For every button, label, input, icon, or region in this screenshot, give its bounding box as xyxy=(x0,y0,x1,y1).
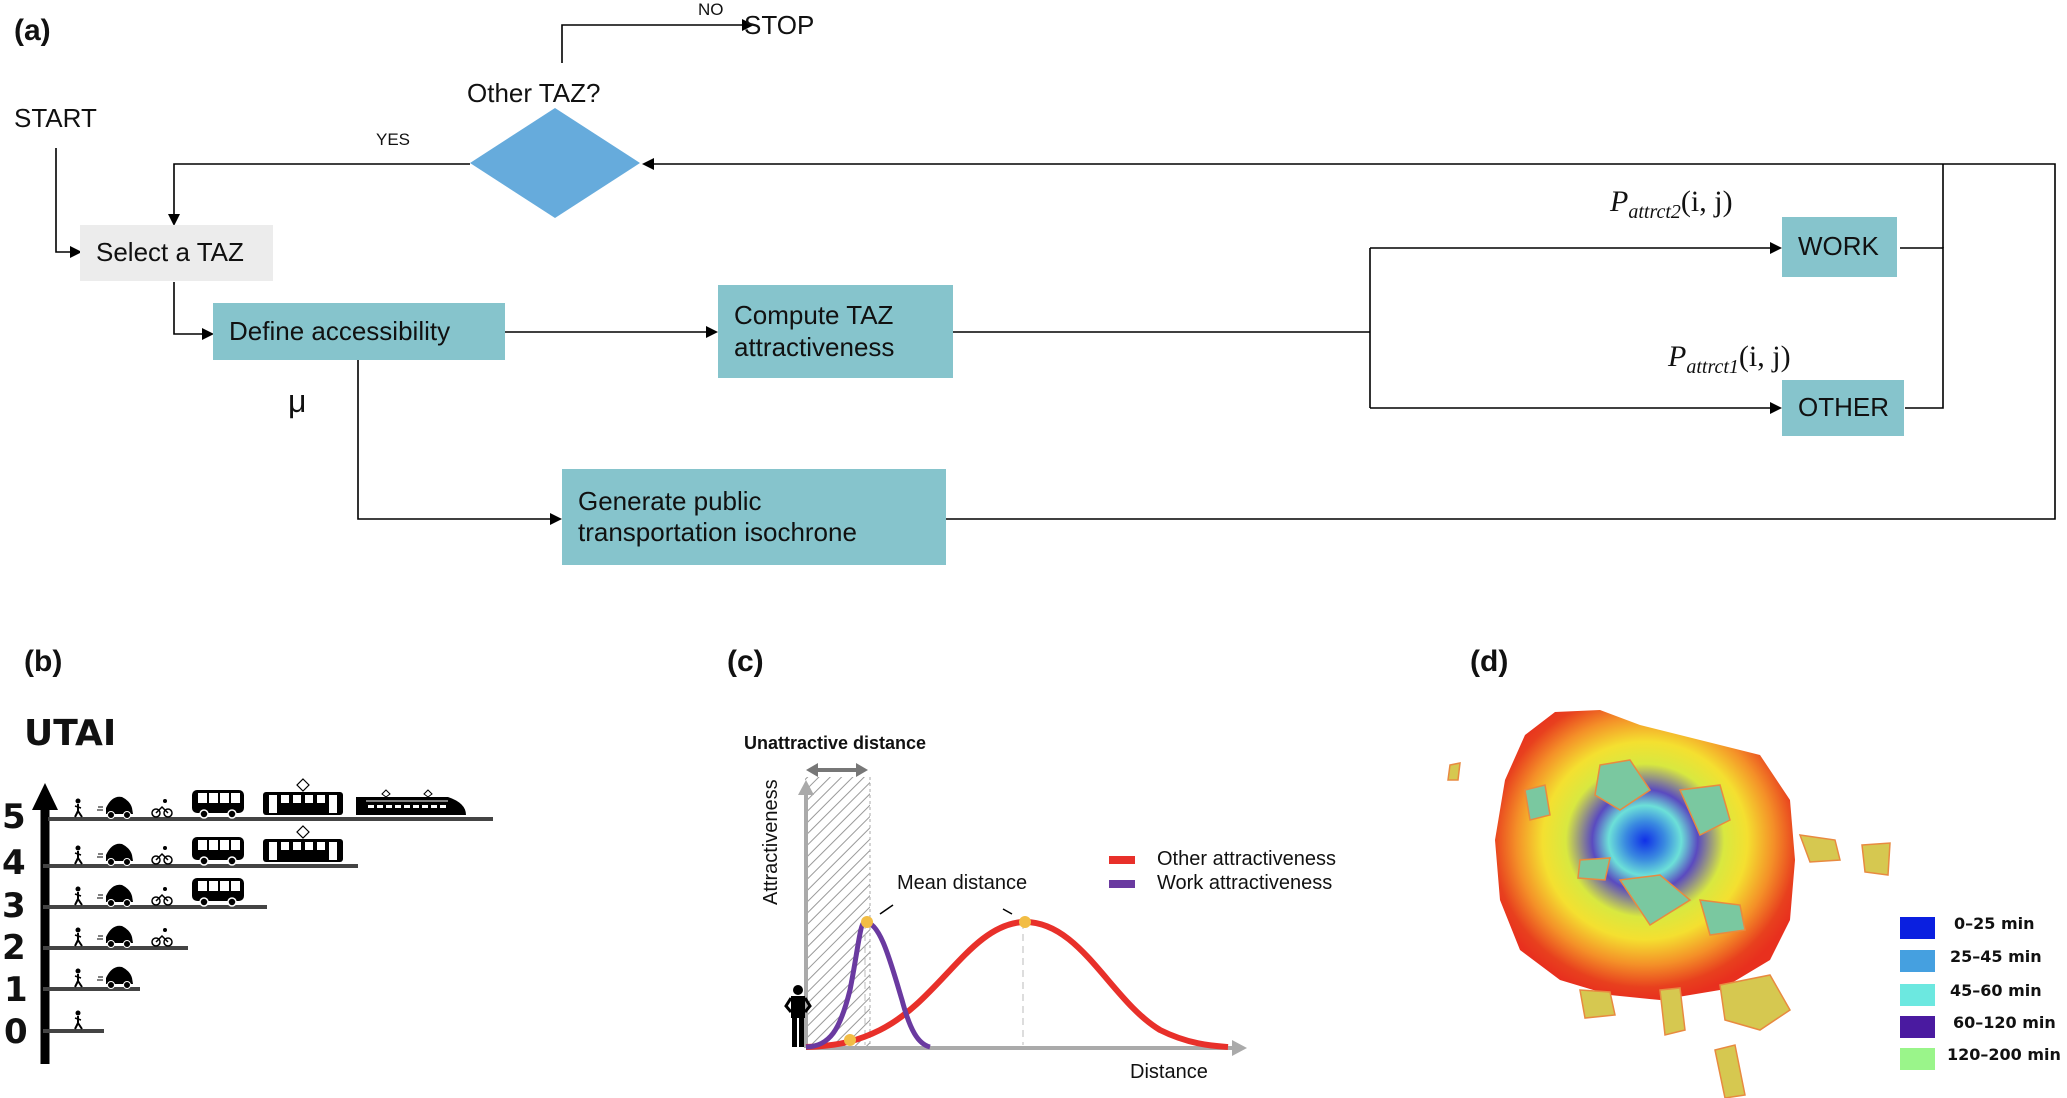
select-taz-text: Select a TAZ xyxy=(96,237,244,268)
work-box: WORK xyxy=(1782,217,1897,277)
x-axis-arrow xyxy=(1232,1040,1247,1056)
no-label: NO xyxy=(698,0,724,19)
legend-25-45: 25–45 min xyxy=(1950,947,2042,966)
decision-diamond xyxy=(470,108,640,218)
legend-60-120: 60–120 min xyxy=(1953,1013,2056,1032)
define-generate-connector xyxy=(357,360,562,525)
panel-c-label: (c) xyxy=(727,645,764,678)
walk-icon xyxy=(74,886,83,906)
utai-level-1: 1 xyxy=(4,970,28,1010)
yes-label: YES xyxy=(376,130,411,149)
other-peak-dot xyxy=(1019,916,1031,928)
walk-icon xyxy=(74,927,83,947)
legend-45-60: 45–60 min xyxy=(1950,981,2042,1000)
car-icon xyxy=(97,966,133,989)
flowchart-connectors xyxy=(55,19,2056,525)
tram-icon xyxy=(263,825,343,862)
work-merge-connector xyxy=(1900,247,1944,409)
unattractive-arrow-right xyxy=(856,763,868,777)
car-icon xyxy=(97,796,133,819)
legend-other-swatch xyxy=(1109,856,1135,864)
p-other-formula: Pattrct1(i, j) xyxy=(1668,340,1791,378)
utai-level-2: 2 xyxy=(2,928,26,968)
bike-icon xyxy=(151,928,173,947)
utai-level-0: 0 xyxy=(4,1012,28,1052)
decision-label: Other TAZ? xyxy=(467,78,601,108)
walk-icon xyxy=(74,845,83,865)
bus-icon xyxy=(192,790,244,819)
legend-work-swatch xyxy=(1109,880,1135,888)
car-icon xyxy=(97,884,133,907)
define-accessibility-box: Define accessibility xyxy=(213,303,505,360)
generate-loop-connector xyxy=(642,158,2056,520)
legend-swatch-4 xyxy=(1900,1048,1935,1070)
bike-icon xyxy=(151,846,173,865)
mean-pointer-2 xyxy=(1002,908,1013,915)
utai-level-3: 3 xyxy=(2,886,26,926)
isochrone-patches xyxy=(1524,759,1746,936)
start-connector xyxy=(55,148,82,258)
stop-label: STOP xyxy=(744,10,815,40)
mean-distance-label: Mean distance xyxy=(897,872,1028,894)
isochrone-outlying-patches xyxy=(1447,762,1891,1098)
panel-a-label: (a) xyxy=(14,14,51,47)
compute-line1: Compute TAZ xyxy=(734,300,894,331)
car-icon xyxy=(97,925,133,948)
other-text: OTHER xyxy=(1798,392,1889,423)
utai-diagram xyxy=(32,778,493,1064)
bike-icon xyxy=(151,799,173,818)
legend-swatch-0 xyxy=(1900,917,1935,939)
distance-axis-label: Distance xyxy=(1130,1061,1208,1083)
y-axis-arrow xyxy=(798,780,814,795)
tram-icon xyxy=(263,778,343,815)
isochrone-main-blob xyxy=(1495,710,1795,1000)
generate-line1: Generate public xyxy=(578,485,762,516)
walk-icon xyxy=(74,798,83,818)
unattractive-arrow-left xyxy=(806,763,818,777)
walk-icon xyxy=(74,968,83,988)
unattractive-zone xyxy=(805,777,870,1047)
bike-icon xyxy=(151,887,173,906)
utai-title: UTAI xyxy=(24,713,117,754)
compute-attractiveness-box: Compute TAZ attractiveness xyxy=(718,285,953,378)
legend-swatch-3 xyxy=(1900,1016,1935,1038)
legend-120-200: 120–200 min xyxy=(1947,1045,2061,1064)
panel-b-label: (b) xyxy=(24,645,63,678)
compute-line2: attractiveness xyxy=(734,331,895,362)
select-taz-box: Select a TAZ xyxy=(80,225,273,281)
other-box: OTHER xyxy=(1782,380,1904,436)
train-icon xyxy=(356,789,466,815)
define-accessibility-text: Define accessibility xyxy=(229,315,451,346)
yes-connector xyxy=(168,163,470,226)
threshold-dot xyxy=(844,1034,856,1046)
mu-label: μ xyxy=(288,383,307,419)
car-icon xyxy=(97,843,133,866)
walk-icon xyxy=(74,1010,83,1030)
generate-line2: transportation isochrone xyxy=(578,517,857,547)
legend-swatch-2 xyxy=(1900,984,1935,1006)
no-connector xyxy=(561,19,754,63)
p-work-formula: Pattrct2(i, j) xyxy=(1610,185,1733,223)
bus-icon xyxy=(192,837,244,866)
utai-axis-arrow xyxy=(32,783,58,810)
work-peak-dot xyxy=(861,916,873,928)
select-define-connector xyxy=(173,282,214,340)
legend-0-25: 0–25 min xyxy=(1954,914,2035,933)
person-icon xyxy=(784,985,812,1047)
legend-other-label: Other attractiveness xyxy=(1157,848,1336,870)
bus-icon xyxy=(192,878,244,907)
work-text: WORK xyxy=(1798,231,1879,262)
utai-level-5: 5 xyxy=(2,797,26,837)
generate-isochrone-box: Generate public transportation isochrone xyxy=(562,469,946,565)
utai-level-4: 4 xyxy=(2,843,26,883)
unattractive-distance-label: Unattractive distance xyxy=(744,733,927,753)
panel-d-label: (d) xyxy=(1470,645,1509,678)
mean-pointer-1 xyxy=(879,904,894,915)
start-label: START xyxy=(14,103,97,133)
legend-work-label: Work attractiveness xyxy=(1157,872,1333,894)
legend-swatch-1 xyxy=(1900,950,1935,972)
